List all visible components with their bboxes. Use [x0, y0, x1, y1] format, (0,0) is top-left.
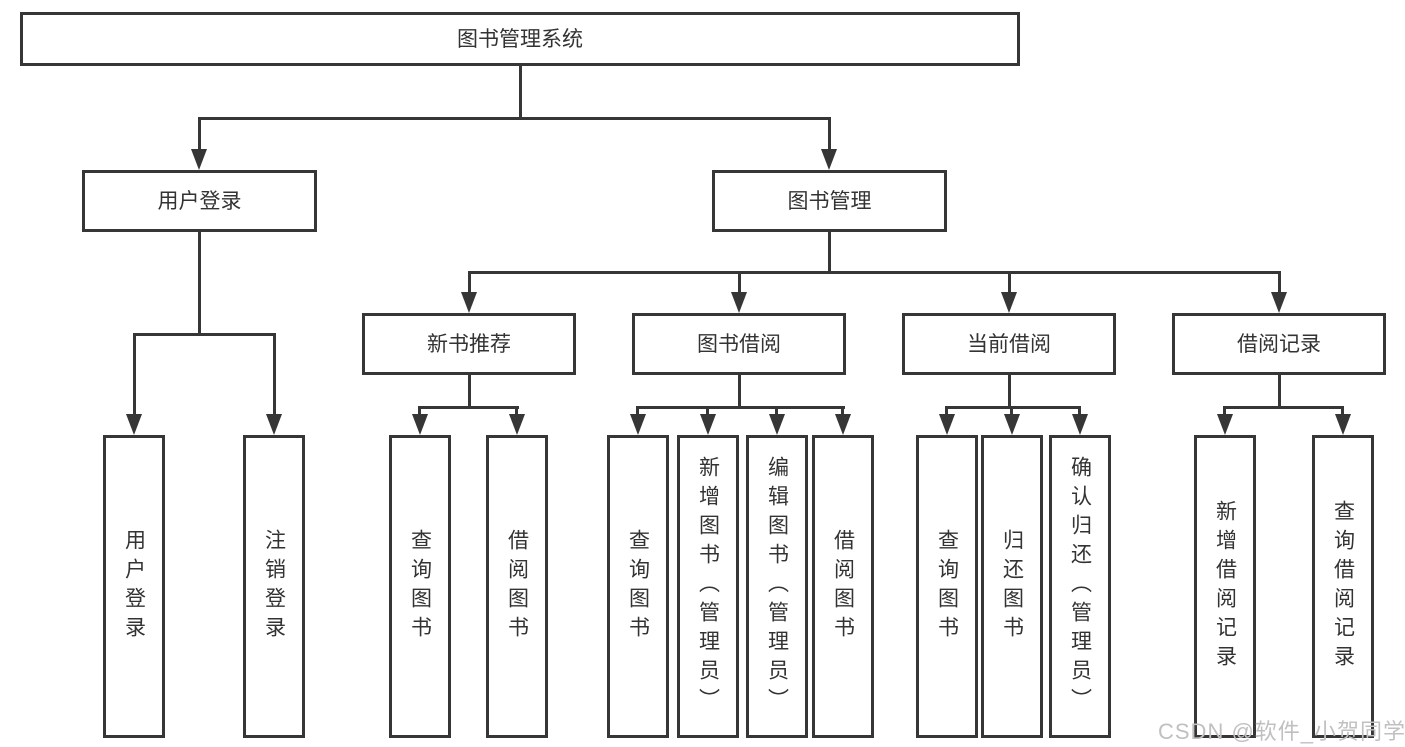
- leaf-borrow-query-books-label: 查询图书: [626, 528, 650, 645]
- connector-line: [636, 409, 639, 416]
- leaf-add-borrow-record: 新增借阅记录: [1194, 435, 1256, 738]
- connector-arrow: [939, 414, 955, 435]
- connector-line: [828, 232, 831, 274]
- connector-line: [468, 271, 1281, 274]
- connector-line: [706, 409, 709, 416]
- connector-arrow: [731, 292, 747, 313]
- leaf-recommend-borrow-books: 借阅图书: [486, 435, 548, 738]
- connector-line: [515, 409, 518, 416]
- node-current-borrow: 当前借阅: [902, 313, 1116, 375]
- leaf-recommend-borrow-books-label: 借阅图书: [505, 528, 529, 645]
- connector-arrow: [630, 414, 646, 435]
- connector-line: [468, 375, 471, 409]
- csdn-watermark: CSDN @软件_小贺同学: [1158, 719, 1405, 744]
- connector-line: [198, 117, 831, 120]
- connector-line: [1341, 409, 1344, 416]
- leaf-borrow-query-books: 查询图书: [607, 435, 669, 738]
- connector-line: [418, 406, 519, 409]
- connector-line: [945, 406, 1081, 409]
- node-root-label: 图书管理系统: [457, 27, 583, 51]
- node-book-management: 图书管理: [712, 170, 947, 232]
- connector-line: [841, 409, 844, 416]
- leaf-add-borrow-record-label: 新增借阅记录: [1213, 499, 1237, 674]
- connector-line: [133, 336, 136, 415]
- node-borrow-records-label: 借阅记录: [1237, 332, 1321, 356]
- connector-line: [738, 375, 741, 409]
- connector-line: [636, 406, 845, 409]
- connector-line: [1078, 409, 1081, 416]
- leaf-user-login-label: 用户登录: [122, 528, 146, 645]
- connector-arrow: [835, 414, 851, 435]
- connector-arrow: [1335, 414, 1351, 435]
- connector-arrow: [769, 414, 785, 435]
- leaf-borrow-books-label: 借阅图书: [831, 528, 855, 645]
- connector-arrow: [191, 149, 207, 170]
- connector-line: [1008, 274, 1011, 292]
- connector-line: [418, 409, 421, 416]
- connector-line: [273, 336, 276, 415]
- leaf-current-query-books-label: 查询图书: [935, 528, 959, 645]
- connector-arrow: [461, 292, 477, 313]
- leaf-confirm-return-admin: 确认归还（管理员）: [1049, 435, 1111, 738]
- node-user-login-label: 用户登录: [157, 189, 242, 213]
- leaf-recommend-query-books: 查询图书: [389, 435, 451, 738]
- node-new-book-recommend: 新书推荐: [362, 313, 576, 375]
- node-book-borrow: 图书借阅: [632, 313, 846, 375]
- connector-arrow: [266, 414, 282, 435]
- connector-line: [945, 409, 948, 416]
- leaf-logout-label: 注销登录: [262, 528, 286, 645]
- connector-line: [1278, 274, 1281, 292]
- connector-line: [738, 274, 741, 292]
- leaf-add-books-admin-label: 新增图书（管理员）: [696, 456, 720, 717]
- connector-line: [519, 66, 522, 117]
- connector-arrow: [821, 149, 837, 170]
- connector-line: [1010, 409, 1013, 416]
- connector-arrow: [412, 414, 428, 435]
- connector-arrow: [1001, 292, 1017, 313]
- connector-line: [1223, 409, 1226, 416]
- connector-arrow: [1072, 414, 1088, 435]
- leaf-confirm-return-admin-label: 确认归还（管理员）: [1068, 456, 1092, 717]
- connector-arrow: [1217, 414, 1233, 435]
- connector-line: [1223, 406, 1344, 409]
- node-book-management-label: 图书管理: [787, 189, 872, 213]
- leaf-return-books: 归还图书: [981, 435, 1043, 738]
- leaf-logout: 注销登录: [243, 435, 305, 738]
- connector-line: [198, 232, 201, 336]
- connector-line: [198, 120, 201, 150]
- connector-line: [828, 120, 831, 150]
- connector-arrow: [509, 414, 525, 435]
- connector-line: [468, 274, 471, 292]
- leaf-borrow-books: 借阅图书: [812, 435, 874, 738]
- connector-arrow: [700, 414, 716, 435]
- leaf-query-borrow-record: 查询借阅记录: [1312, 435, 1374, 738]
- connector-line: [775, 409, 778, 416]
- node-borrow-records: 借阅记录: [1172, 313, 1386, 375]
- leaf-user-login: 用户登录: [103, 435, 165, 738]
- node-user-login: 用户登录: [82, 170, 317, 232]
- node-current-borrow-label: 当前借阅: [967, 332, 1051, 356]
- connector-line: [133, 333, 276, 336]
- connector-arrow: [1004, 414, 1020, 435]
- connector-line: [1278, 375, 1281, 409]
- leaf-edit-books-admin: 编辑图书（管理员）: [746, 435, 808, 738]
- leaf-recommend-query-books-label: 查询图书: [408, 528, 432, 645]
- leaf-add-books-admin: 新增图书（管理员）: [677, 435, 739, 738]
- leaf-edit-books-admin-label: 编辑图书（管理员）: [765, 456, 789, 717]
- connector-line: [1008, 375, 1011, 409]
- connector-arrow: [1271, 292, 1287, 313]
- leaf-current-query-books: 查询图书: [916, 435, 978, 738]
- node-book-borrow-label: 图书借阅: [697, 332, 781, 356]
- leaf-query-borrow-record-label: 查询借阅记录: [1331, 499, 1355, 674]
- node-root: 图书管理系统: [20, 12, 1020, 66]
- leaf-return-books-label: 归还图书: [1000, 528, 1024, 645]
- node-new-book-recommend-label: 新书推荐: [427, 332, 511, 356]
- connector-arrow: [126, 414, 142, 435]
